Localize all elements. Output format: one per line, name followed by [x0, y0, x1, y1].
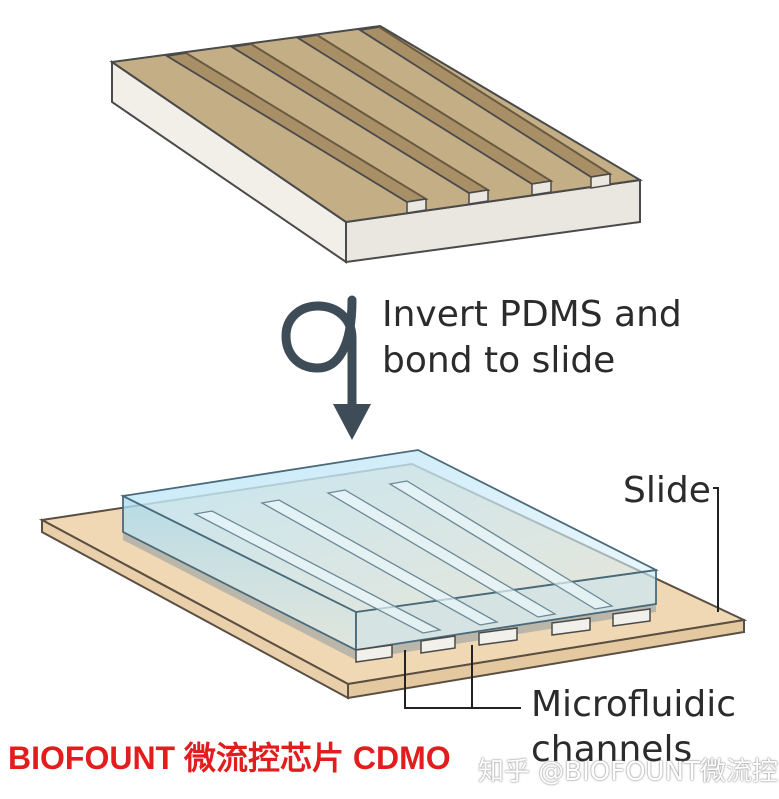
- pdms-pillars: [355, 608, 651, 663]
- callout-lines: [404, 487, 719, 709]
- pdms-block: [109, 24, 643, 264]
- pdms-notches: [406, 173, 611, 214]
- slide-label: Slide: [623, 470, 711, 511]
- channels-callout: [404, 650, 521, 709]
- slide-left: [41, 518, 349, 700]
- slide-callout: [713, 487, 719, 612]
- pdms-channels: [164, 26, 613, 203]
- bonded-pdms: [120, 449, 659, 663]
- bonded-channels: [193, 480, 614, 634]
- bonded-top-face: [120, 449, 659, 613]
- step-label-line1: Invert PDMS and: [382, 294, 682, 335]
- site-watermark: 知乎 @BIOFOUNT微流控: [478, 757, 779, 787]
- step-label: Invert PDMS and bond to slide: [382, 292, 682, 384]
- step-label-line2: bond to slide: [382, 340, 616, 381]
- channels-label: channels: [531, 729, 693, 770]
- rotate-arrow-icon: [281, 295, 371, 440]
- brand-watermark: BIOFOUNT 微流控芯片 CDMO: [8, 740, 451, 776]
- microfluidic-label: Microfluidic: [531, 684, 737, 725]
